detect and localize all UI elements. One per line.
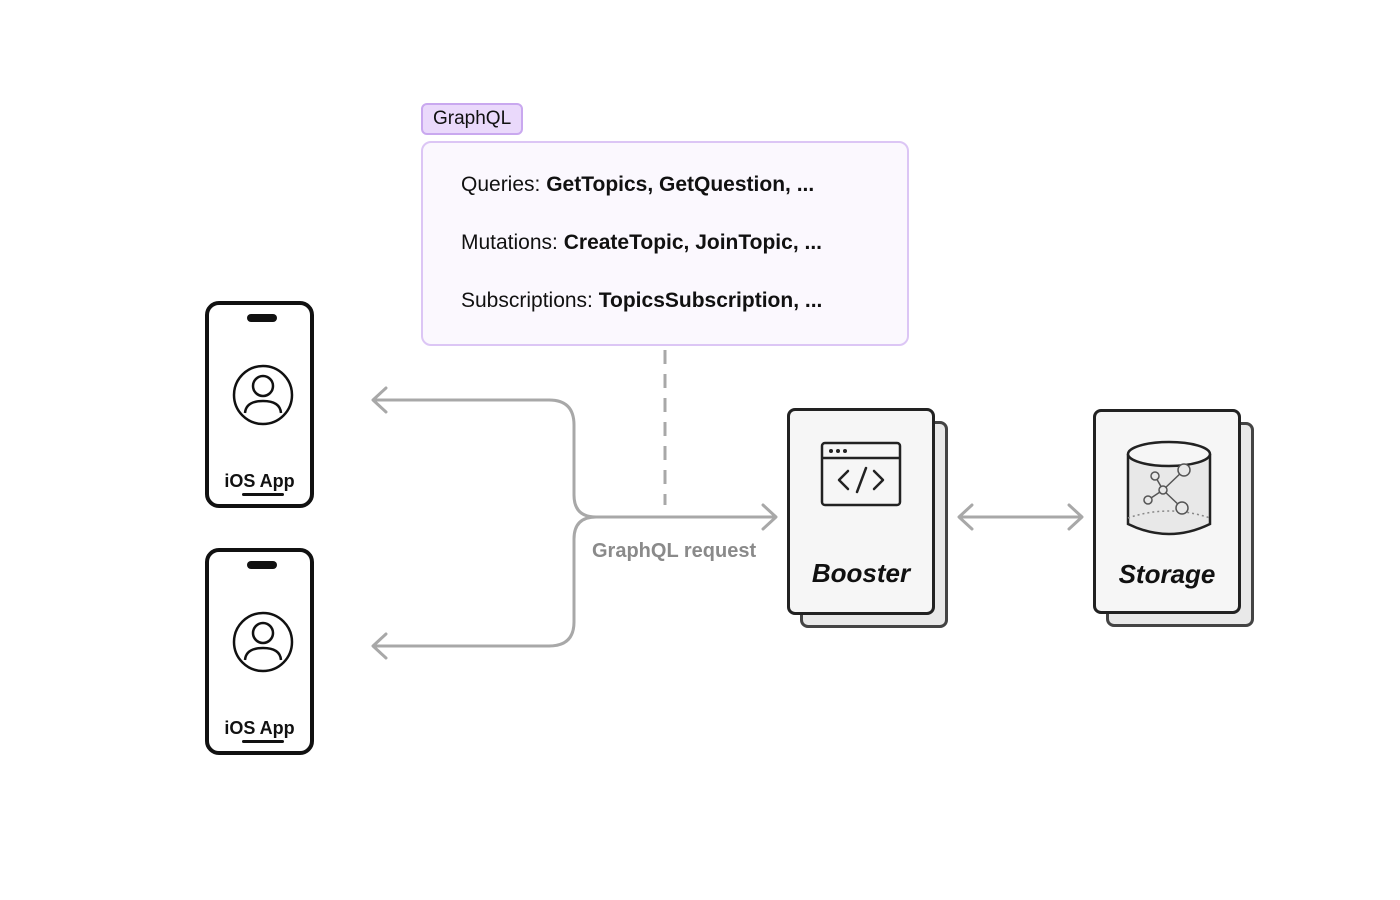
arrow-to-ios-app-1	[374, 398, 597, 519]
phone-home-bar	[242, 493, 284, 496]
mutations-label: Mutations:	[461, 231, 558, 254]
ios-app-phone-1: iOS App	[205, 301, 314, 508]
arrowhead-storage-right	[1067, 503, 1084, 531]
booster-card: Booster	[787, 408, 935, 615]
database-graph-icon	[1126, 440, 1212, 536]
ios-app-label: iOS App	[224, 718, 295, 738]
phone-home-bar	[242, 740, 284, 743]
subscriptions-label: Subscriptions:	[461, 289, 593, 312]
user-avatar-icon	[232, 364, 294, 426]
graphql-schema-box: Queries: GetTopics, GetQuestion, ... Mut…	[421, 141, 909, 346]
arrowhead-ios-app-2	[371, 632, 388, 660]
graphql-request-label: GraphQL request	[592, 540, 757, 562]
storage-label: Storage	[1118, 559, 1216, 589]
ios-app-label: iOS App	[224, 471, 295, 491]
code-window-icon	[820, 441, 902, 507]
mutations-ops: CreateTopic, JoinTopic, ...	[563, 231, 822, 254]
queries-ops: GetTopics, GetQuestion, ...	[546, 173, 815, 196]
arrowhead-ios-app-1	[371, 386, 388, 414]
arrowhead-booster	[761, 503, 778, 531]
phone-notch	[247, 561, 277, 569]
ios-app-phone-2: iOS App	[205, 548, 314, 755]
storage-card: Storage	[1093, 409, 1241, 614]
graphql-tag: GraphQL	[421, 103, 524, 135]
subscriptions-ops: TopicsSubscription, ...	[598, 289, 823, 312]
arrowhead-storage-left	[957, 503, 974, 531]
booster-label: Booster	[811, 558, 911, 588]
subscriptions-line: Subscriptions: TopicsSubscription, ...	[461, 289, 822, 313]
queries-label: Queries:	[461, 173, 541, 196]
phone-notch	[247, 314, 277, 322]
arrow-to-ios-app-2	[374, 515, 597, 648]
queries-line: Queries: GetTopics, GetQuestion, ...	[461, 173, 814, 197]
user-avatar-icon	[232, 611, 294, 673]
mutations-line: Mutations: CreateTopic, JoinTopic, ...	[461, 231, 822, 255]
